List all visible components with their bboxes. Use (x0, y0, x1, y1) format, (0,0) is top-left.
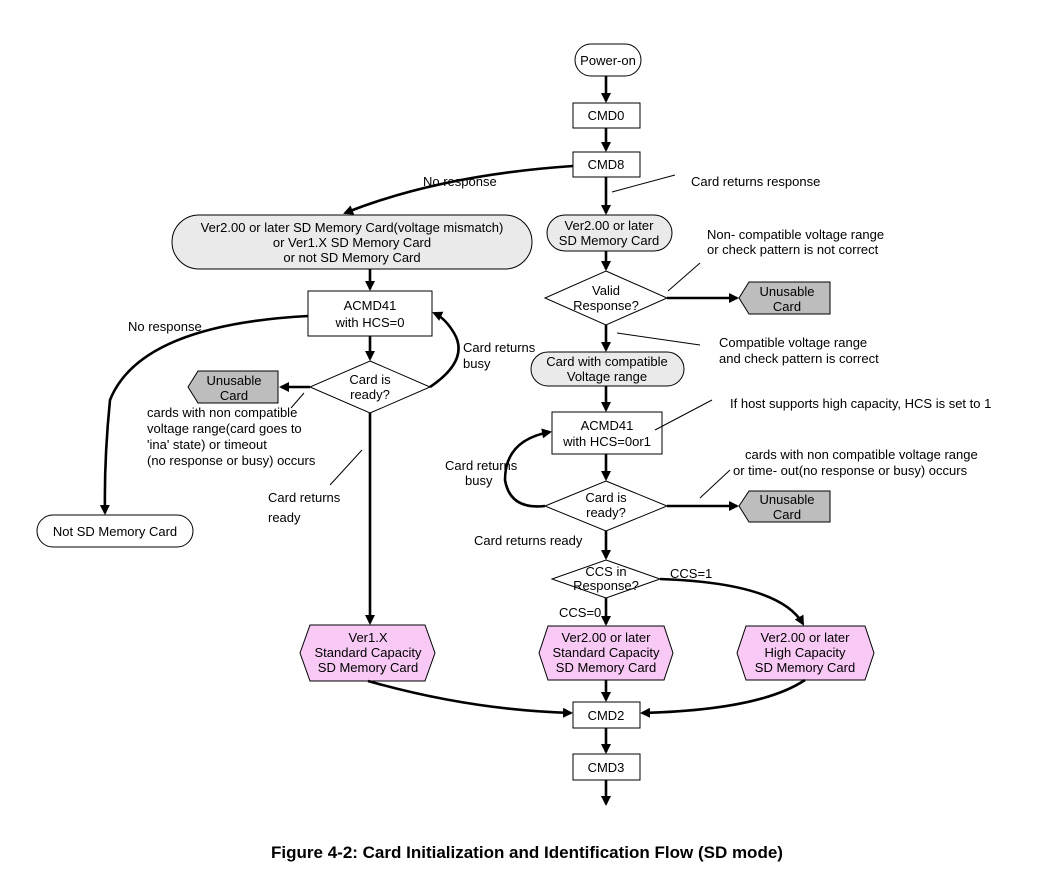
node-power-on: Power-on (574, 43, 642, 77)
label-card-returns-response: Card returns response (691, 174, 820, 189)
svg-text:CMD3: CMD3 (588, 760, 625, 775)
label-compatible-1: Compatible voltage range (719, 335, 867, 350)
svg-text:SD Memory Card: SD Memory Card (559, 233, 659, 248)
svg-text:Standard Capacity: Standard Capacity (315, 645, 422, 660)
svg-text:Card with compatible: Card with compatible (546, 354, 667, 369)
svg-text:Ver2.00 or later: Ver2.00 or later (761, 630, 851, 645)
arrow-busy-loop-right (503, 428, 552, 508)
svg-text:with HCS=0: with HCS=0 (335, 315, 405, 330)
node-compatible-card: Card with compatible Voltage range (530, 351, 685, 387)
label-no-response-2: No response (128, 319, 202, 334)
svg-text:CMD0: CMD0 (588, 108, 625, 123)
node-valid-response-decision: Valid Response? (543, 270, 669, 326)
arrow-acmd41-notsd (99, 314, 309, 515)
svg-text:Card is: Card is (585, 490, 627, 505)
svg-text:Ver1.X: Ver1.X (348, 630, 387, 645)
svg-text:with HCS=0or1: with HCS=0or1 (562, 434, 651, 449)
svg-text:Card: Card (220, 388, 248, 403)
svg-text:Not SD Memory Card: Not SD Memory Card (53, 524, 177, 539)
svg-text:Response?: Response? (573, 578, 639, 593)
svg-text:Ver2.00 or later: Ver2.00 or later (562, 630, 652, 645)
label-noncompat-left-1: cards with non compatible (147, 405, 297, 420)
label-noncompat-right-1: cards with non compatible voltage range (745, 447, 978, 462)
svg-text:ACMD41: ACMD41 (344, 298, 397, 313)
node-acmd41-left: ACMD41 with HCS=0 (307, 290, 433, 337)
annotation-labels: No response Card returns response Non- c… (128, 174, 991, 620)
svg-text:High Capacity: High Capacity (765, 645, 846, 660)
svg-text:Unusable: Unusable (207, 373, 262, 388)
label-busy-right-2: busy (465, 473, 493, 488)
figure-caption: Figure 4-2: Card Initialization and Iden… (271, 843, 783, 862)
label-busy-left-2: busy (463, 356, 491, 371)
node-unusable-card-1: Unusable Card (738, 281, 831, 315)
svg-text:or not SD Memory Card: or not SD Memory Card (283, 250, 420, 265)
svg-text:CCS in: CCS in (585, 564, 626, 579)
arrow-ccs1-high (659, 577, 805, 626)
label-noncompat-left-4: (no response or busy) occurs (147, 453, 316, 468)
label-busy-right-1: Card returns (445, 458, 518, 473)
svg-text:Ver2.00 or later: Ver2.00 or later (565, 218, 655, 233)
node-ver1x-standard: Ver1.X Standard Capacity SD Memory Card (299, 624, 436, 682)
svg-text:Card: Card (773, 299, 801, 314)
label-no-response-1: No response (423, 174, 497, 189)
node-right-card-type: Ver2.00 or later SD Memory Card (546, 214, 673, 252)
label-noncompat-left-3: 'ina' state) or timeout (147, 437, 267, 452)
label-noncompat-right-2: or time- out(no response or busy) occurs (733, 463, 968, 478)
node-cmd8: CMD8 (572, 151, 641, 178)
arrow-busy-loop-left (429, 311, 460, 389)
node-acmd41-right: ACMD41 with HCS=0or1 (551, 411, 663, 455)
svg-text:ready?: ready? (350, 387, 390, 402)
svg-text:Ver2.00 or later SD Memory Car: Ver2.00 or later SD Memory Card(voltage … (201, 220, 504, 235)
svg-text:ready?: ready? (586, 505, 626, 520)
node-ccs-decision: CCS in Response? (550, 559, 662, 599)
node-ready-left-decision: Card is ready? (308, 360, 432, 414)
label-busy-left-1: Card returns (463, 340, 536, 355)
node-cmd0: CMD0 (572, 102, 641, 129)
svg-text:Standard Capacity: Standard Capacity (553, 645, 660, 660)
svg-text:or Ver1.X SD Memory Card: or Ver1.X SD Memory Card (273, 235, 431, 250)
svg-text:SD Memory Card: SD Memory Card (318, 660, 418, 675)
svg-text:Card is: Card is (349, 372, 391, 387)
label-non-compatible-2: or check pattern is not correct (707, 242, 879, 257)
node-not-sd-card: Not SD Memory Card (36, 514, 194, 548)
label-ready-left-1: Card returns (268, 490, 341, 505)
node-unusable-card-left: Unusable Card (187, 370, 279, 404)
svg-text:Card: Card (773, 507, 801, 522)
node-cmd2: CMD2 (572, 701, 641, 729)
arrow-v1x-cmd2 (367, 679, 573, 718)
label-ready-left-2: ready (268, 510, 301, 525)
flow-arrows (99, 76, 806, 806)
svg-text:Unusable: Unusable (760, 284, 815, 299)
node-cmd3: CMD3 (572, 753, 641, 781)
node-ready-right-decision: Card is ready? (543, 480, 669, 532)
node-unusable-card-2: Unusable Card (738, 490, 831, 523)
label-non-compatible-1: Non- compatible voltage range (707, 227, 884, 242)
svg-text:SD Memory Card: SD Memory Card (755, 660, 855, 675)
svg-text:Voltage range: Voltage range (567, 369, 647, 384)
label-ccs1: CCS=1 (670, 566, 712, 581)
svg-text:SD Memory Card: SD Memory Card (556, 660, 656, 675)
svg-text:CMD2: CMD2 (588, 708, 625, 723)
label-host-supports: If host supports high capacity, HCS is s… (730, 396, 991, 411)
svg-text:ACMD41: ACMD41 (581, 418, 634, 433)
node-ver2-high: Ver2.00 or later High Capacity SD Memory… (736, 625, 875, 681)
arrow-v2high-cmd2 (640, 678, 806, 718)
label-noncompat-left-2: voltage range(card goes to (147, 421, 302, 436)
label-ccs0: CCS=0 (559, 605, 601, 620)
label-ready-right: Card returns ready (474, 533, 583, 548)
svg-text:Unusable: Unusable (760, 492, 815, 507)
label-compatible-2: and check pattern is correct (719, 351, 879, 366)
callout-lines (290, 174, 731, 499)
svg-text:Response?: Response? (573, 298, 639, 313)
node-ver2-standard: Ver2.00 or later Standard Capacity SD Me… (538, 625, 674, 681)
arrow-cmd8-left-card (343, 164, 574, 215)
svg-text:Valid: Valid (592, 283, 620, 298)
node-left-card-type: Ver2.00 or later SD Memory Card(voltage … (171, 214, 533, 270)
node-power-on-text: Power-on (580, 53, 636, 68)
svg-text:CMD8: CMD8 (588, 157, 625, 172)
